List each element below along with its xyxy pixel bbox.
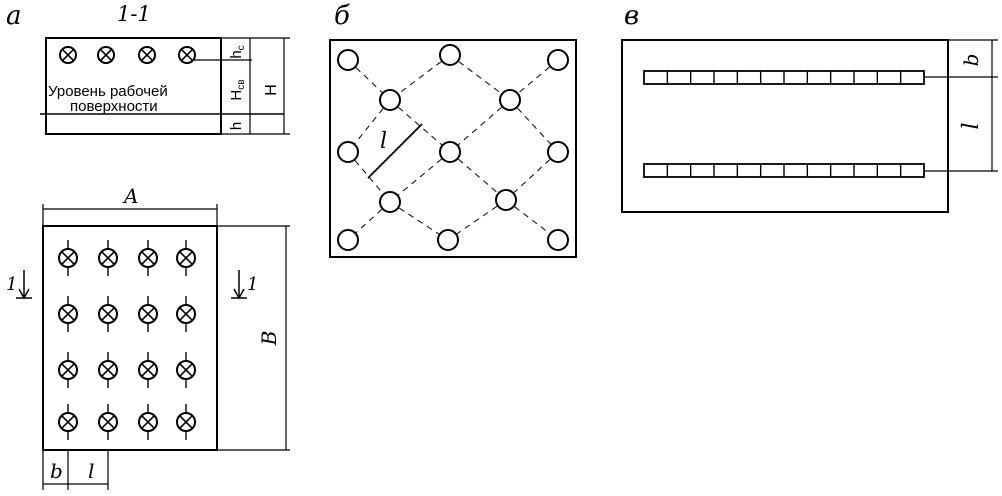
work-surface-label-line1: Уровень рабочей: [48, 83, 168, 100]
section-outline: [45, 37, 222, 135]
dim-b-label: b: [50, 459, 63, 483]
svg-text:b: b: [959, 54, 983, 67]
plan-lamp-icon: [58, 360, 78, 380]
stagger-lamp-icon: [337, 141, 359, 163]
dim-l-label-plan: l: [88, 459, 94, 483]
stagger-lamp-icon: [547, 141, 569, 163]
stagger-lamp-icon: [337, 49, 359, 71]
section-lamp-icon: [59, 46, 77, 64]
stagger-lamp-icon: [499, 89, 521, 111]
cut-label-left: 1: [6, 274, 17, 295]
section-lamp-icon: [138, 46, 156, 64]
plan-lamp-icon: [138, 304, 158, 324]
dim-h-label: h: [228, 122, 245, 130]
panel-b-letter: б: [334, 1, 350, 31]
staggered-room-outline: [329, 39, 577, 258]
panel-c-letter: в: [624, 1, 639, 31]
dim-H-label: H: [263, 84, 280, 96]
lamp-strip: [643, 70, 925, 85]
plan-lamp-icon: [138, 248, 158, 268]
work-surface-label-line2: поверхности: [70, 98, 158, 115]
plan-lamp-icon: [176, 360, 196, 380]
stagger-grid-line: [389, 99, 451, 153]
stagger-grid-line: [347, 99, 391, 153]
dim-hc-label: hc: [228, 45, 247, 58]
stagger-grid-line: [389, 151, 451, 203]
stagger-grid-line: [447, 199, 507, 241]
section-title: 1-1: [117, 2, 151, 26]
dim-A-label: A: [122, 184, 138, 208]
stagger-lamp-icon: [379, 89, 401, 111]
plan-lamp-icon: [98, 412, 118, 432]
panel-a-letter: а: [6, 1, 22, 31]
dim-l-label-linear: l: [959, 122, 984, 129]
staggered-layout: l: [329, 39, 577, 258]
svg-text:H: H: [263, 84, 280, 96]
stagger-lamp-icon: [547, 229, 569, 251]
lamp-strip: [643, 163, 925, 178]
section-lamp-icon: [97, 46, 115, 64]
linear-layout: b l: [621, 39, 998, 213]
stagger-lamp-icon: [439, 141, 461, 163]
svg-text:hc: hc: [228, 45, 247, 58]
plan-view: A B 1 1 b l: [6, 184, 290, 490]
dim-B-label: B: [257, 331, 281, 347]
plan-lamp-icon: [176, 412, 196, 432]
dim-l-label-stagger: l: [380, 129, 387, 154]
room-plan-outline: [42, 225, 218, 451]
plan-lamp-icon: [98, 248, 118, 268]
section-lamp-icon: [178, 46, 196, 64]
cut-label-right: 1: [247, 274, 258, 295]
plan-lamp-icon: [98, 304, 118, 324]
stagger-grid-line: [389, 54, 451, 101]
svg-text:h: h: [228, 122, 245, 130]
stagger-lamp-icon: [547, 49, 569, 71]
stagger-lamp-icon: [439, 44, 461, 66]
stagger-lamp-icon: [379, 191, 401, 213]
stagger-grid-line: [449, 99, 511, 153]
dim-hsv-label: Hсв: [228, 79, 247, 100]
plan-lamp-icon: [176, 248, 196, 268]
stagger-grid-line: [505, 151, 559, 201]
plan-lamp-icon: [98, 360, 118, 380]
svg-text:Hсв: Hсв: [228, 79, 247, 100]
dim-l-line-stagger: [367, 123, 423, 179]
plan-lamp-icon: [58, 248, 78, 268]
svg-text:l: l: [959, 122, 984, 129]
stagger-lamp-icon: [495, 189, 517, 211]
stagger-grid-line: [509, 99, 559, 153]
linear-room-outline: [621, 39, 949, 213]
plan-lamp-icon: [138, 360, 158, 380]
stagger-lamp-icon: [337, 229, 359, 251]
plan-lamp-icon: [138, 412, 158, 432]
dim-b-label-linear: b: [959, 54, 983, 67]
svg-text:B: B: [257, 331, 281, 347]
plan-lamp-icon: [58, 304, 78, 324]
stagger-grid-line: [389, 201, 449, 241]
stagger-grid-line: [449, 54, 511, 101]
plan-lamp-icon: [58, 412, 78, 432]
stagger-lamp-icon: [437, 229, 459, 251]
section-view: Уровень рабочей поверхности hc Hсв H h: [40, 37, 290, 135]
stagger-grid-line: [449, 151, 507, 201]
plan-lamp-icon: [176, 304, 196, 324]
